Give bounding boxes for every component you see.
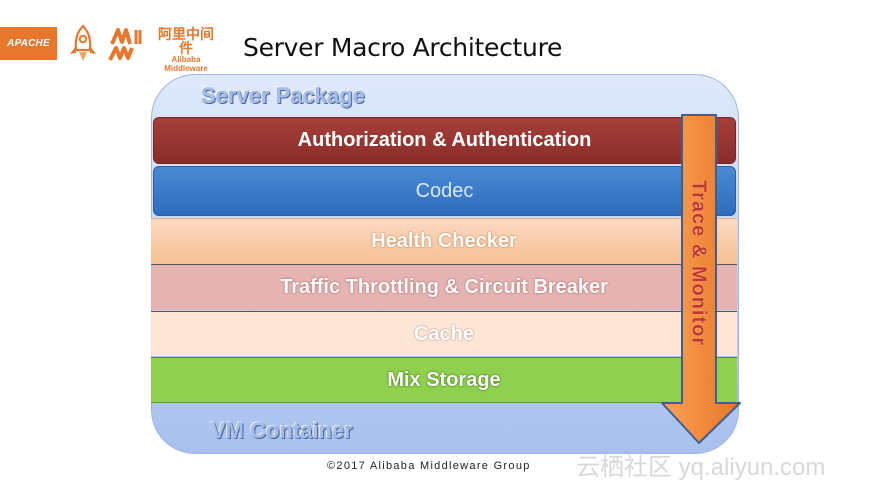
trace-monitor-label: Trace & Monitor: [687, 179, 710, 347]
alibaba-logo-en-1: Alibaba: [171, 55, 201, 64]
layer-health-checker: Health Checker: [151, 218, 737, 264]
server-package-label: Server Package: [201, 83, 365, 108]
layer-authorization-authentication: Authorization & Authentication: [153, 117, 736, 164]
alibaba-middleware-logo-icon: [108, 28, 142, 61]
layer-cache: Cache: [151, 311, 737, 356]
vm-container-label: VM Container: [211, 418, 353, 443]
layer-codec: Codec: [153, 166, 736, 216]
apache-logo: APACHE: [0, 27, 57, 60]
page-title: Server Macro Architecture: [243, 33, 563, 62]
alibaba-middleware-wordmark: 阿里中间件 Alibaba Middleware: [154, 27, 218, 73]
watermark-text: 云栖社区 yq.aliyun.com: [576, 454, 826, 481]
alibaba-logo-en-2: Middleware: [164, 64, 208, 73]
rocket-logo-icon: [70, 24, 96, 61]
layer-traffic-throttling: Traffic Throttling & Circuit Breaker: [151, 264, 737, 310]
alibaba-logo-cn: 阿里中间件: [158, 26, 214, 56]
trace-monitor-arrow: [661, 114, 741, 444]
apache-logo-text: APACHE: [7, 38, 50, 49]
layer-mix-storage: Mix Storage: [151, 357, 737, 403]
footer-copyright: ©2017 Alibaba Middleware Group: [327, 460, 531, 472]
